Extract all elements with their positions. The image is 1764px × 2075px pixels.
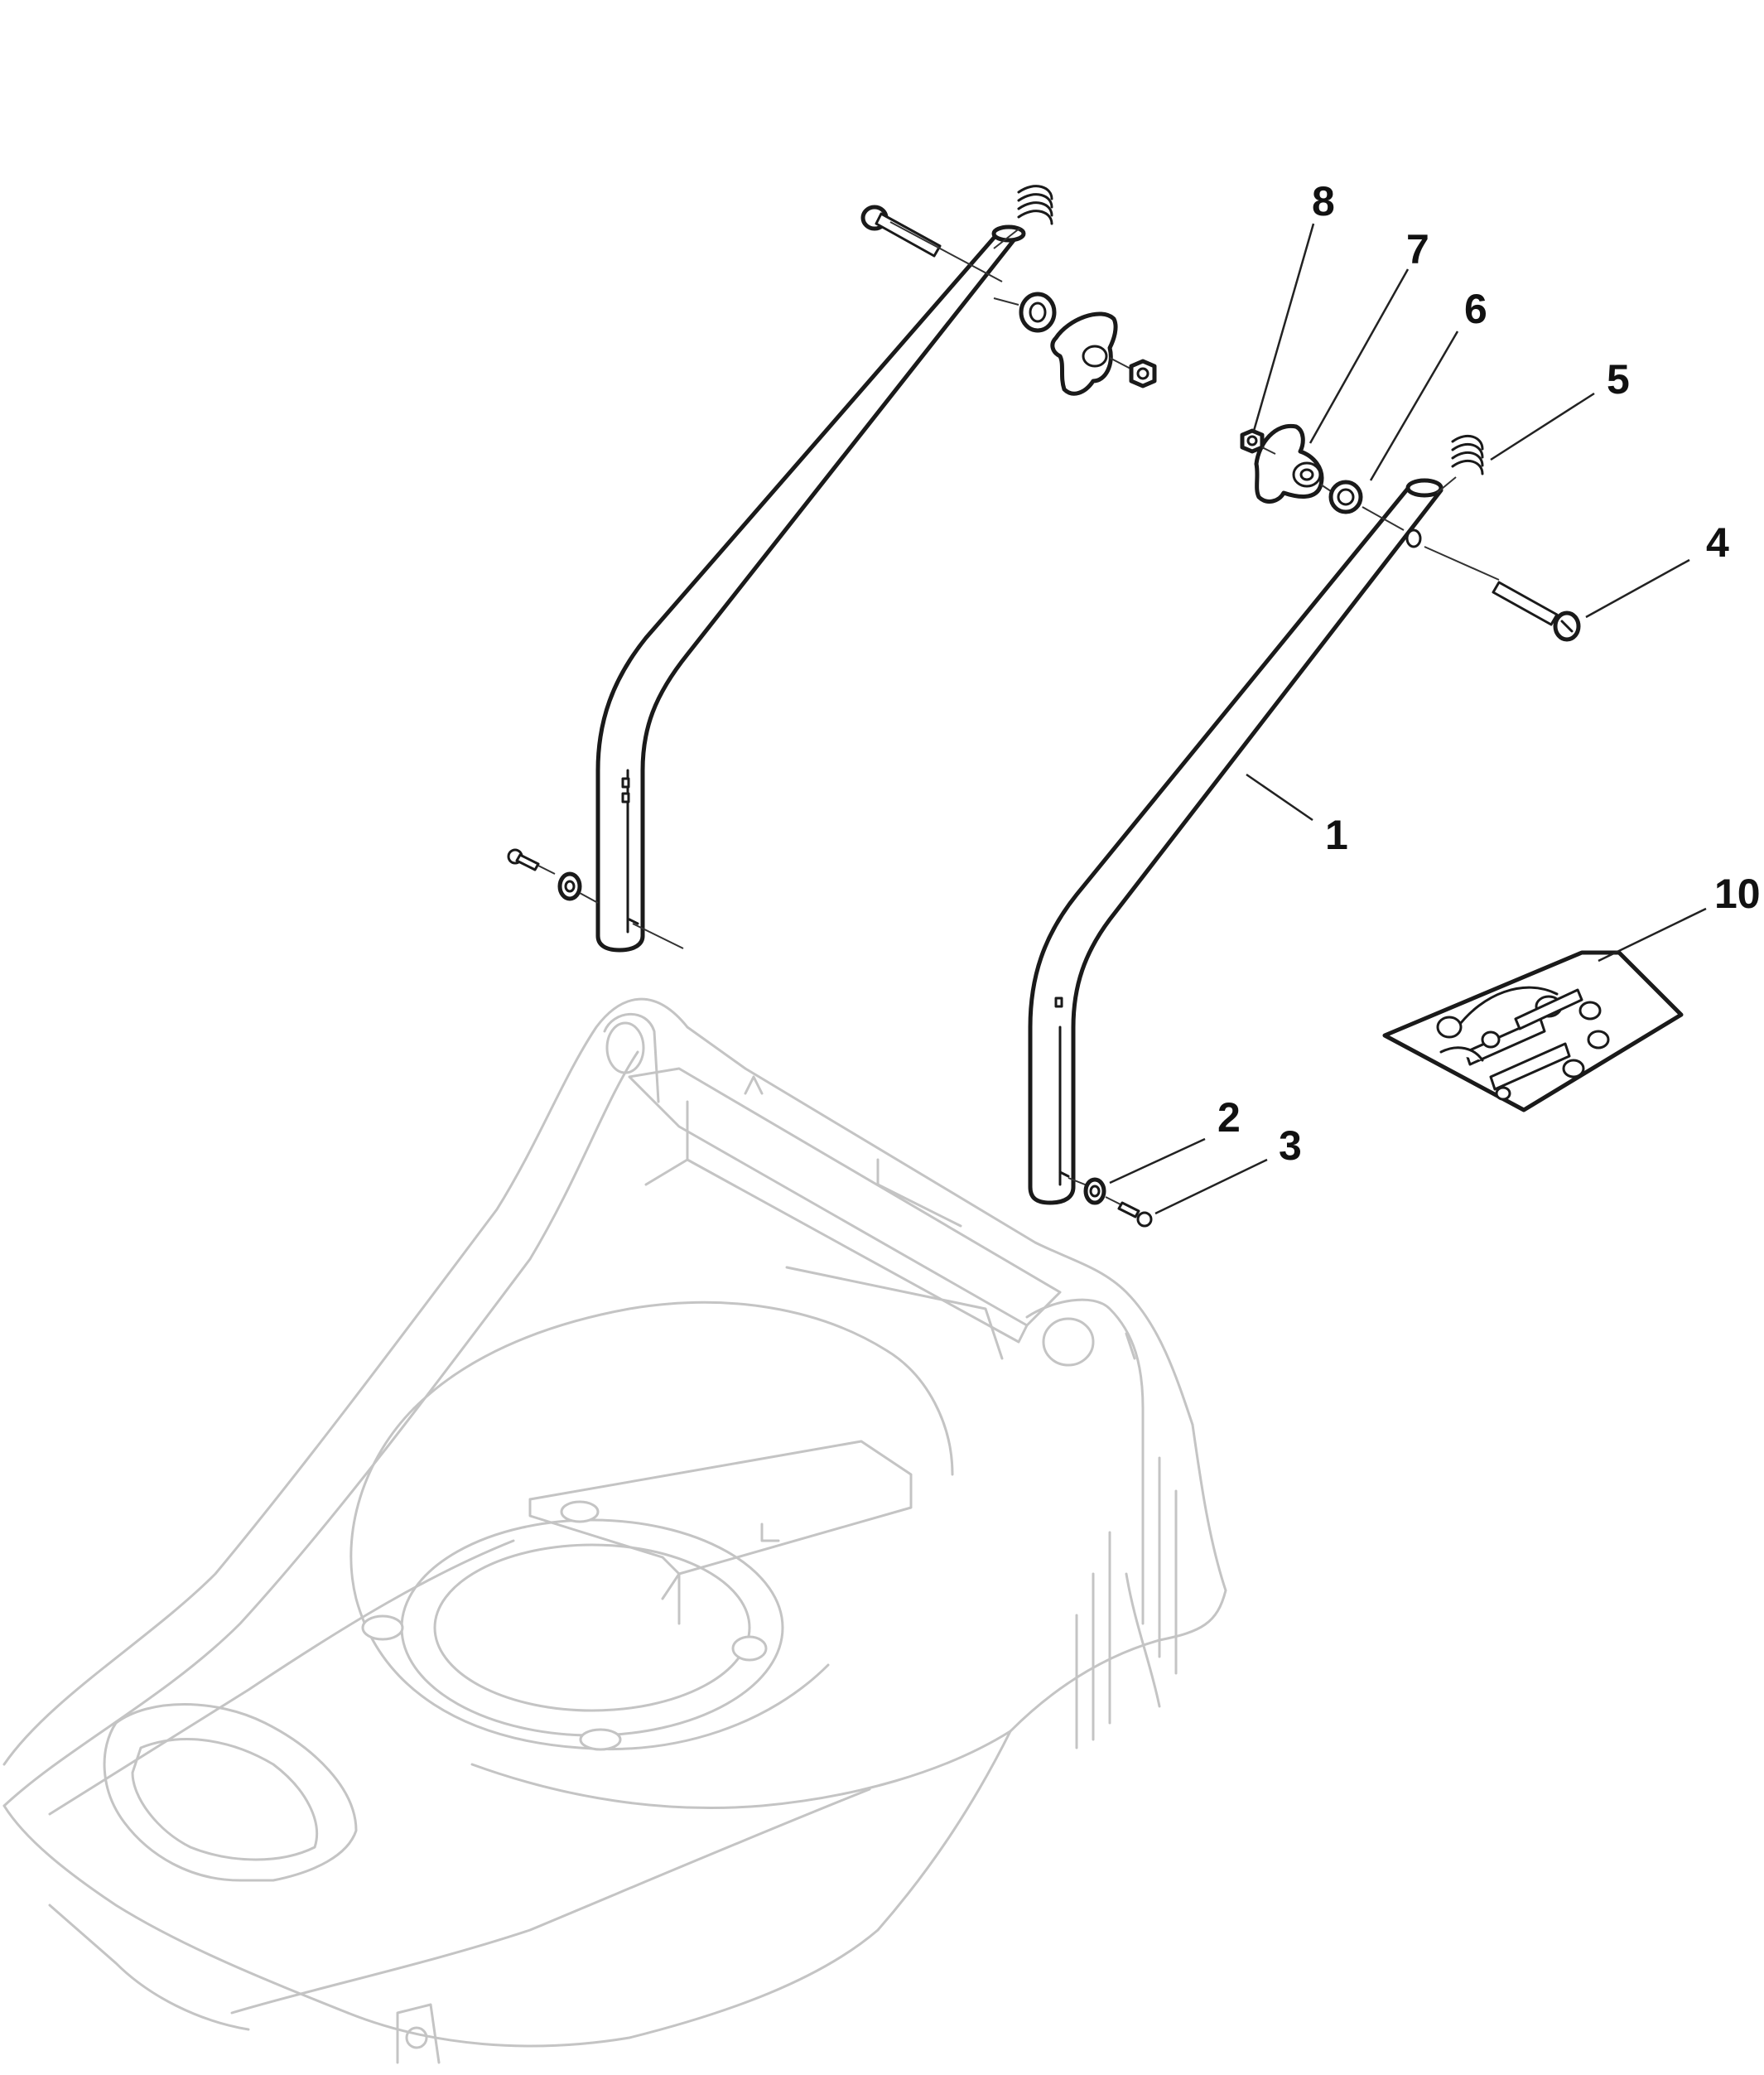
callout-5: 5	[1607, 356, 1630, 403]
right-spring	[1436, 434, 1484, 494]
leader-7	[1309, 268, 1410, 444]
left-spring	[993, 185, 1053, 249]
leader-1	[1246, 773, 1313, 822]
left-upper-bolt	[860, 205, 1003, 282]
left-nut	[1129, 359, 1157, 388]
callout-2: 2	[1217, 1094, 1241, 1141]
callout-6: 6	[1464, 286, 1487, 332]
leader-lines	[1109, 223, 1707, 1215]
mower-deck-ghost	[2, 997, 1227, 2064]
right-lower-screw	[1068, 1177, 1153, 1228]
callout-labels: 1 2 3 4 5 6 7 8 10	[1217, 178, 1761, 1169]
leader-10	[1598, 907, 1707, 963]
leader-8	[1252, 223, 1315, 432]
callout-10: 10	[1714, 871, 1761, 917]
left-lower-screw	[507, 848, 599, 904]
left-handle-tube	[595, 224, 1026, 953]
right-nut	[1240, 428, 1276, 455]
callout-7: 7	[1406, 226, 1429, 273]
callout-1: 1	[1325, 812, 1348, 858]
right-washer	[1328, 480, 1405, 531]
left-star-knob	[1050, 311, 1131, 396]
right-upper-bolt	[1424, 546, 1581, 642]
hardware-kit-bag	[1382, 950, 1684, 1112]
leader-5	[1490, 392, 1595, 461]
leader-2	[1109, 1137, 1206, 1185]
leader-3	[1154, 1158, 1268, 1215]
left-washer	[993, 292, 1057, 333]
leader-6	[1369, 331, 1459, 481]
callout-3: 3	[1279, 1122, 1302, 1169]
right-handle-tube	[1028, 478, 1443, 1205]
callout-8: 8	[1312, 178, 1335, 224]
leader-4	[1585, 558, 1690, 619]
callout-4: 4	[1706, 519, 1729, 566]
right-star-knob	[1254, 423, 1334, 504]
